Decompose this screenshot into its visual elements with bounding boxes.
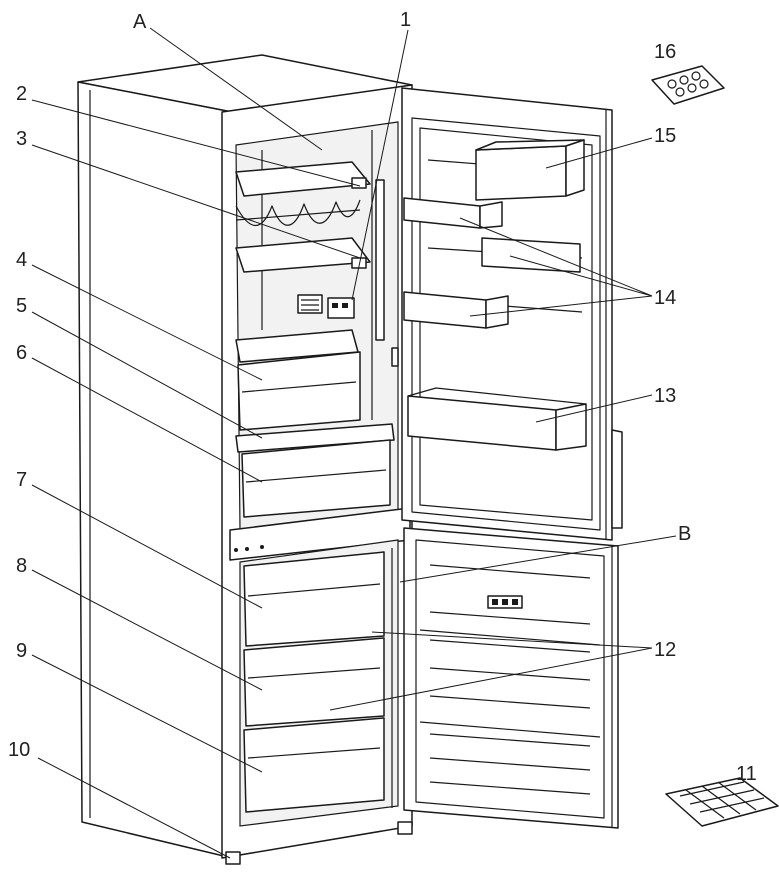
egg-slot [699, 79, 709, 89]
hinge-foot [397, 821, 413, 835]
callout-5: 5 [16, 295, 27, 317]
callout-9: 9 [16, 640, 27, 662]
door-balcony-2 [481, 237, 581, 273]
light-strip [375, 179, 385, 341]
leader-10 [37, 757, 231, 859]
callout-13: 13 [654, 385, 676, 407]
cabinet-side [77, 81, 233, 859]
display-button [512, 599, 518, 605]
callout-3: 3 [16, 128, 27, 150]
callout-8: 8 [16, 555, 27, 577]
leader-lines [31, 27, 677, 859]
freezer-drawer-bottom [243, 717, 385, 813]
ice-tray-grid [679, 781, 765, 819]
drawer-line [247, 667, 381, 679]
wine-rack-rail [235, 209, 361, 221]
callout-10: 10 [8, 739, 30, 761]
leader-4 [31, 264, 263, 381]
door-handle [611, 429, 623, 529]
ice-tray-body [665, 777, 779, 827]
drawer-line [241, 381, 357, 393]
callout-2: 2 [16, 83, 27, 105]
door-balcony-1-side [479, 201, 503, 229]
drawer-line [245, 469, 387, 483]
fridge-door-inner [419, 127, 593, 521]
display-button [502, 599, 508, 605]
control-button [332, 303, 338, 308]
top-shelf [235, 161, 371, 197]
crisper-cover [235, 423, 395, 453]
door-balcony-3-side [485, 295, 509, 329]
leader-1 [351, 29, 409, 301]
middle-shelf [235, 237, 371, 273]
shelf-support [351, 177, 367, 189]
callout-7: 7 [16, 469, 27, 491]
callout-16: 16 [654, 41, 676, 63]
freezer-drawer-top [243, 551, 385, 647]
front-foot [225, 851, 241, 865]
drawer-line [247, 583, 381, 597]
leader-B [399, 535, 677, 583]
callout-B: B [678, 523, 691, 545]
fridge-door [401, 87, 623, 541]
control-panel [327, 297, 355, 319]
leader-12 [329, 631, 653, 711]
egg-slot [691, 71, 701, 81]
bottle-balcony-rim [407, 387, 587, 405]
crisper-drawer [241, 439, 391, 518]
callout-A: A [133, 11, 147, 33]
divider-dot [245, 547, 249, 551]
door-switch [391, 347, 399, 367]
egg-tray [651, 65, 725, 105]
leader-8 [31, 569, 263, 691]
vent-slots [301, 299, 319, 311]
divider-dot [260, 545, 264, 549]
callout-4: 4 [16, 249, 27, 271]
leader-5 [31, 311, 263, 439]
leader-2 [31, 99, 361, 187]
leader-A [149, 27, 323, 151]
dairy-box [475, 145, 567, 201]
drawer-line [247, 747, 381, 759]
leader-3 [31, 144, 361, 259]
leader-15 [545, 137, 653, 169]
upper-drawer [237, 351, 361, 431]
freezer-door-panel [403, 527, 619, 829]
leader-9 [31, 654, 263, 773]
egg-slot [667, 79, 677, 89]
leader-14 [459, 217, 653, 317]
dairy-box-side [565, 139, 585, 197]
freezer-drawer-middle [243, 637, 385, 727]
egg-slot [687, 83, 697, 93]
fridge-door-gasket [411, 117, 601, 531]
fridge-interior [235, 130, 399, 518]
egg-slot [675, 87, 685, 97]
freezer-door-gasket [415, 539, 605, 819]
display-button [492, 599, 498, 605]
callout-labels: A 1 2 3 4 5 6 7 8 9 10 11 12 13 14 15 16… [8, 9, 757, 785]
callout-15: 15 [654, 125, 676, 147]
freezer-door-dividers [419, 629, 601, 738]
divider-dot [234, 548, 238, 552]
callout-1: 1 [400, 9, 411, 31]
wine-rack [235, 199, 361, 226]
ice-tray [665, 777, 779, 827]
freezer-door [403, 527, 619, 829]
callout-11: 11 [736, 763, 757, 785]
egg-tray-body [651, 65, 725, 105]
callout-14: 14 [654, 287, 676, 309]
callout-12: 12 [654, 639, 676, 661]
freezer-drawers [243, 548, 393, 813]
leader-13 [535, 394, 653, 423]
callout-6: 6 [16, 342, 27, 364]
leader-7 [31, 484, 263, 609]
control-button [342, 303, 348, 308]
egg-slot [679, 75, 689, 85]
leader-6 [31, 357, 263, 483]
freezer-door-ribs [429, 564, 591, 795]
